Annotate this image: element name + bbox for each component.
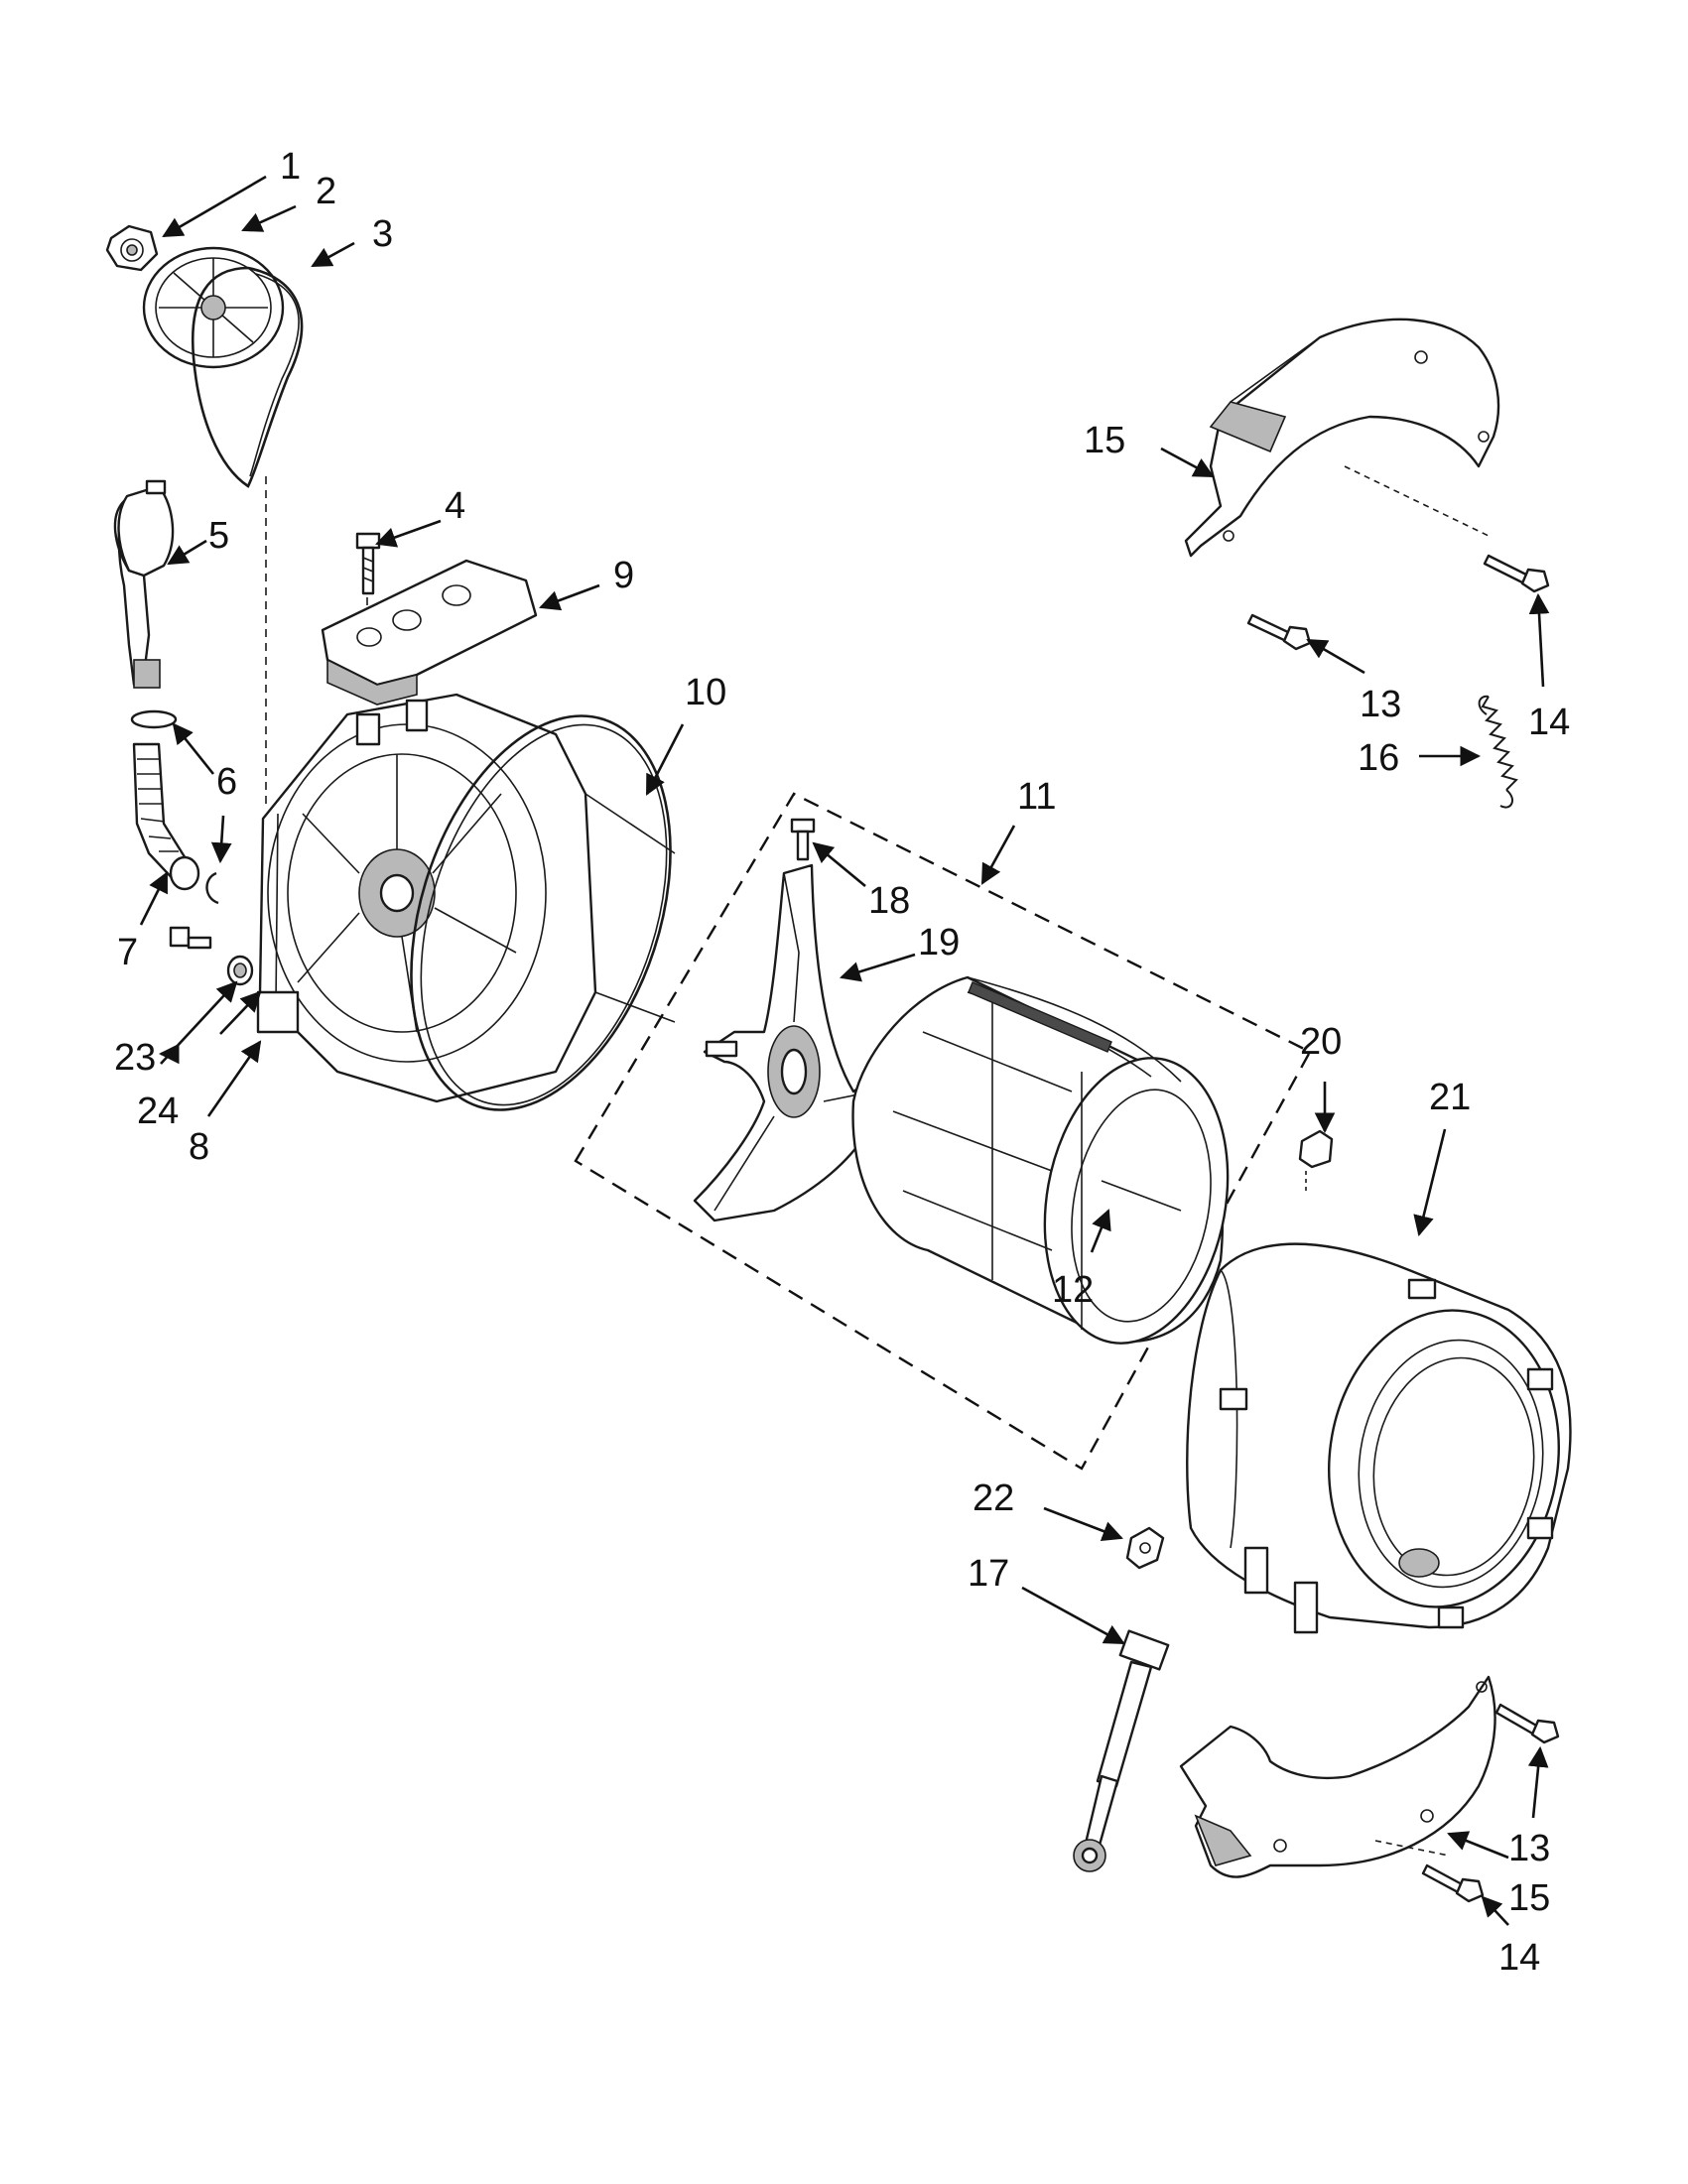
belt-part	[191, 266, 304, 488]
callout-2: 2	[316, 171, 336, 212]
damper-part	[1073, 1629, 1170, 1872]
callout-19: 19	[918, 922, 960, 964]
drain-pump-part	[113, 479, 175, 689]
counterweight-top-part	[1184, 318, 1500, 558]
basket-assembly-group-box	[574, 792, 1312, 1471]
clamp-part-6	[130, 709, 178, 729]
seal-ring-part	[410, 714, 672, 1111]
spider-part	[693, 863, 930, 1222]
callout-16: 16	[1358, 737, 1399, 779]
callout-12: 12	[1052, 1269, 1094, 1311]
plug-part-23	[169, 926, 212, 950]
callout-15-bottom: 15	[1508, 1877, 1550, 1919]
callout-11: 11	[1017, 776, 1056, 818]
wash-basket-part	[851, 975, 1230, 1345]
callout-4: 4	[445, 485, 465, 527]
callout-5: 5	[208, 515, 229, 557]
pulley-part	[142, 246, 285, 369]
callout-9: 9	[613, 555, 634, 596]
hose-part	[132, 742, 200, 891]
bracket-part-9	[321, 559, 538, 706]
callout-8: 8	[189, 1126, 209, 1168]
fitting-part-24	[226, 955, 254, 986]
callout-3: 3	[372, 213, 393, 255]
rear-tub-part	[256, 693, 676, 1103]
clip-part-20	[1298, 1129, 1334, 1191]
front-tub-part	[1186, 1242, 1572, 1634]
screw-part-18	[790, 818, 816, 861]
callout-labels: 1 2 3 4 5 6 7 8 9 10 11 12 13 14 15 16 1…	[114, 146, 1570, 1979]
callout-14-top: 14	[1528, 702, 1570, 743]
callout-24: 24	[137, 1091, 179, 1132]
bolt-part-14-bottom	[1421, 1863, 1485, 1903]
callout-7: 7	[117, 932, 138, 973]
bolt-part-13-top	[1246, 613, 1312, 651]
counterweight-bottom-part	[1179, 1675, 1496, 1878]
callout-13-top: 13	[1360, 684, 1401, 725]
bolt-part-13-bottom	[1494, 1703, 1560, 1744]
callout-14-bottom: 14	[1498, 1937, 1540, 1979]
bolt-part-4	[355, 532, 381, 595]
callout-20: 20	[1300, 1021, 1342, 1063]
bolt-part-14-top	[1483, 554, 1550, 593]
clip-part-22	[1125, 1526, 1165, 1570]
callout-21: 21	[1429, 1077, 1471, 1118]
callout-1: 1	[280, 146, 301, 188]
callout-6: 6	[216, 761, 237, 803]
callout-23: 23	[114, 1037, 156, 1079]
callout-17: 17	[968, 1553, 1009, 1595]
spring-part	[1478, 695, 1518, 809]
nut-part	[105, 224, 159, 272]
callout-10: 10	[685, 672, 726, 713]
callout-18: 18	[868, 880, 910, 922]
callout-15-top: 15	[1084, 420, 1125, 461]
callout-22: 22	[973, 1477, 1014, 1519]
leader-lines	[139, 175, 1550, 1926]
callout-13-bottom: 13	[1508, 1828, 1550, 1869]
